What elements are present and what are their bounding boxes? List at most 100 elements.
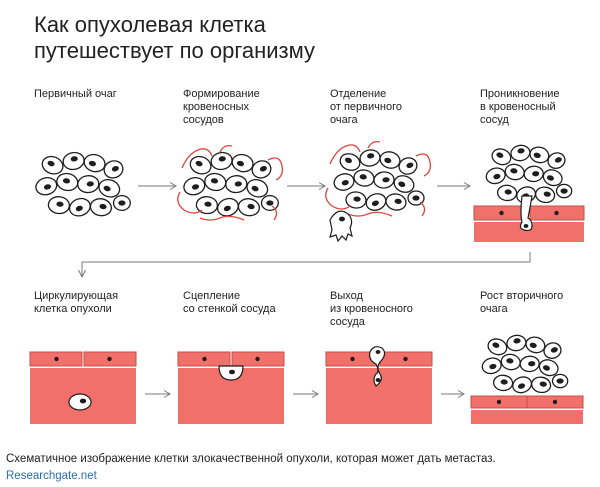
vessel-lumen — [474, 222, 584, 242]
blood-vessel — [419, 201, 426, 217]
blood-vessel — [271, 205, 278, 221]
cell-nucleus — [191, 184, 200, 190]
detached-cell — [329, 210, 353, 243]
cell-nucleus — [247, 203, 255, 210]
cell-nucleus — [223, 205, 231, 212]
cell-nucleus — [489, 363, 497, 370]
cell-nucleus — [218, 156, 226, 162]
diagram-title: Как опухолевая клетка путешествует по ор… — [34, 12, 315, 63]
arrow-3-4 — [437, 182, 471, 190]
cell-nucleus — [234, 181, 242, 187]
cell-nucleus — [229, 369, 235, 375]
endothelial-nucleus — [499, 210, 504, 216]
circulating-cell — [68, 393, 92, 411]
secondary-tumor — [481, 334, 569, 394]
extravasating-cell-body — [369, 346, 386, 387]
endothelial-nucleus — [554, 210, 559, 216]
blood-vessel — [199, 215, 245, 221]
endothelial-nucleus — [54, 356, 59, 362]
blood-vessel — [219, 144, 233, 153]
cell-nucleus — [510, 168, 518, 174]
cell-nucleus — [496, 152, 504, 158]
detaching-tumor — [325, 140, 432, 217]
step-label-adhesion: Сцепление со стенкой сосуда — [183, 290, 276, 315]
cell-nucleus — [210, 178, 219, 184]
figure-caption: Схематичное изображение клетки злокачест… — [6, 453, 496, 465]
circulating-vessel — [29, 351, 137, 424]
arrow-head — [463, 182, 471, 190]
cell-nucleus — [546, 175, 554, 181]
cell-nucleus — [550, 347, 558, 353]
cell-nucleus — [394, 198, 402, 204]
endothelial-nucleus — [496, 399, 502, 405]
adhesion-vessel — [177, 351, 285, 424]
primary-tumor — [35, 151, 131, 217]
extravasating-cell — [369, 346, 386, 387]
connector-line — [81, 252, 531, 276]
cell-nucleus — [359, 174, 367, 180]
cell-nucleus — [251, 185, 259, 192]
cell-nucleus — [236, 160, 244, 167]
arrow-head — [318, 182, 326, 190]
cell-nucleus — [371, 200, 379, 207]
cell-nucleus — [111, 165, 119, 172]
cell-nucleus — [43, 184, 52, 190]
cell-nucleus — [339, 216, 345, 222]
arrow-head — [78, 269, 86, 279]
cell-nucleus — [344, 157, 352, 164]
cell-nucleus — [513, 338, 521, 344]
cell-nucleus — [560, 188, 568, 194]
cell-nucleus — [47, 160, 55, 167]
secondary-vessel — [470, 395, 584, 424]
cell-nucleus — [523, 224, 529, 228]
cell-nucleus — [266, 200, 274, 206]
arrow-6-7 — [293, 390, 319, 398]
endothelial-nucleus — [107, 356, 112, 362]
cell-nucleus — [528, 361, 536, 367]
cell-nucleus — [204, 201, 212, 207]
cell-nucleus — [412, 195, 420, 201]
cell-nucleus — [406, 162, 414, 169]
cell-nucleus — [341, 180, 349, 186]
intravasation-vessel — [473, 205, 585, 242]
blood-vessel — [325, 187, 351, 210]
step-label-circulating-cell: Циркулирующая клетка опухоли — [34, 290, 119, 315]
blood-vessel — [329, 144, 361, 165]
cell-nucleus — [506, 358, 514, 364]
cell-nucleus — [504, 189, 512, 195]
intravasation-tumor — [485, 144, 573, 204]
cell-nucleus — [554, 157, 562, 163]
cell-nucleus — [62, 178, 71, 184]
vessel-lumen — [471, 410, 583, 424]
step-label-intravasation: Проникновение в кровеносный сосуд — [480, 88, 560, 126]
endothelial-nucleus — [202, 356, 207, 362]
cell-nucleus — [353, 196, 361, 202]
blood-vessel — [367, 140, 381, 149]
step-label-angiogenesis: Формирование кровеносных сосудов — [183, 88, 260, 126]
cell-nucleus — [79, 398, 87, 404]
cell-nucleus — [195, 160, 203, 167]
cell-nucleus — [56, 201, 64, 207]
arrow-head — [163, 390, 171, 398]
blood-vessel — [177, 191, 203, 214]
arrow-head — [457, 390, 465, 398]
cell-nucleus — [543, 191, 551, 197]
cell-nucleus — [518, 383, 526, 389]
blood-vessel — [267, 157, 284, 181]
row-connector — [78, 252, 531, 279]
blood-vessel — [347, 211, 393, 217]
cell-nucleus — [259, 165, 267, 172]
cell-nucleus — [118, 200, 126, 206]
cell-nucleus — [533, 152, 541, 159]
source-link[interactable]: Researchgate.net — [6, 470, 97, 482]
endothelial-nucleus — [552, 399, 558, 405]
arrow-5-6 — [145, 390, 171, 398]
endothelial-nucleus — [255, 356, 260, 362]
cell-nucleus — [70, 156, 78, 162]
step-label-secondary-growth: Рост вторичного очага — [480, 290, 564, 315]
adhered-cell — [218, 365, 244, 381]
step-label-detachment: Отделение от первичного очага — [330, 88, 402, 126]
cell-nucleus — [75, 205, 83, 212]
